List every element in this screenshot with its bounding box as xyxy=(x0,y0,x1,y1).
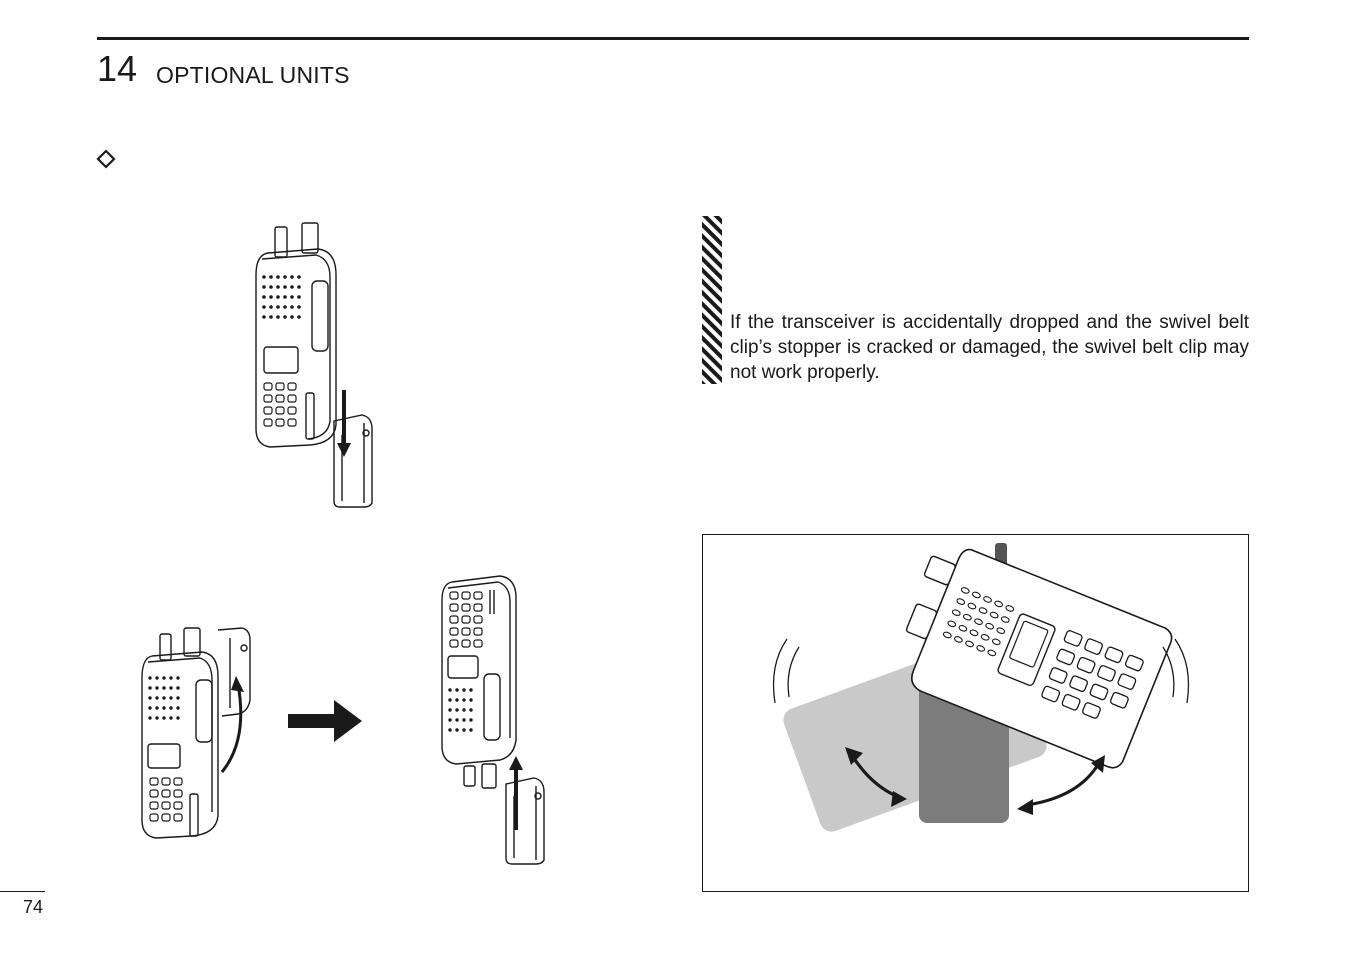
caution-text: If the transceiver is accidentally dropp… xyxy=(730,312,1249,383)
footer-rule xyxy=(0,891,45,892)
right-arrow-icon xyxy=(288,700,362,742)
belt-clip-attach-illustration xyxy=(255,222,373,508)
swivel-clip-illustration-box xyxy=(702,534,1249,892)
page-number: 74 xyxy=(23,897,44,917)
swivel-clip-illustration xyxy=(772,543,1190,832)
diamond-icon xyxy=(96,149,116,169)
belt-clip-detach-illustration xyxy=(441,575,545,865)
belt-clip-rotate-illustration xyxy=(141,627,251,839)
chapter-number: 14 xyxy=(97,48,138,89)
chapter-title: OPTIONAL UNITS xyxy=(156,62,350,88)
header-rule xyxy=(97,37,1249,40)
hatched-caution-bar xyxy=(702,216,722,384)
